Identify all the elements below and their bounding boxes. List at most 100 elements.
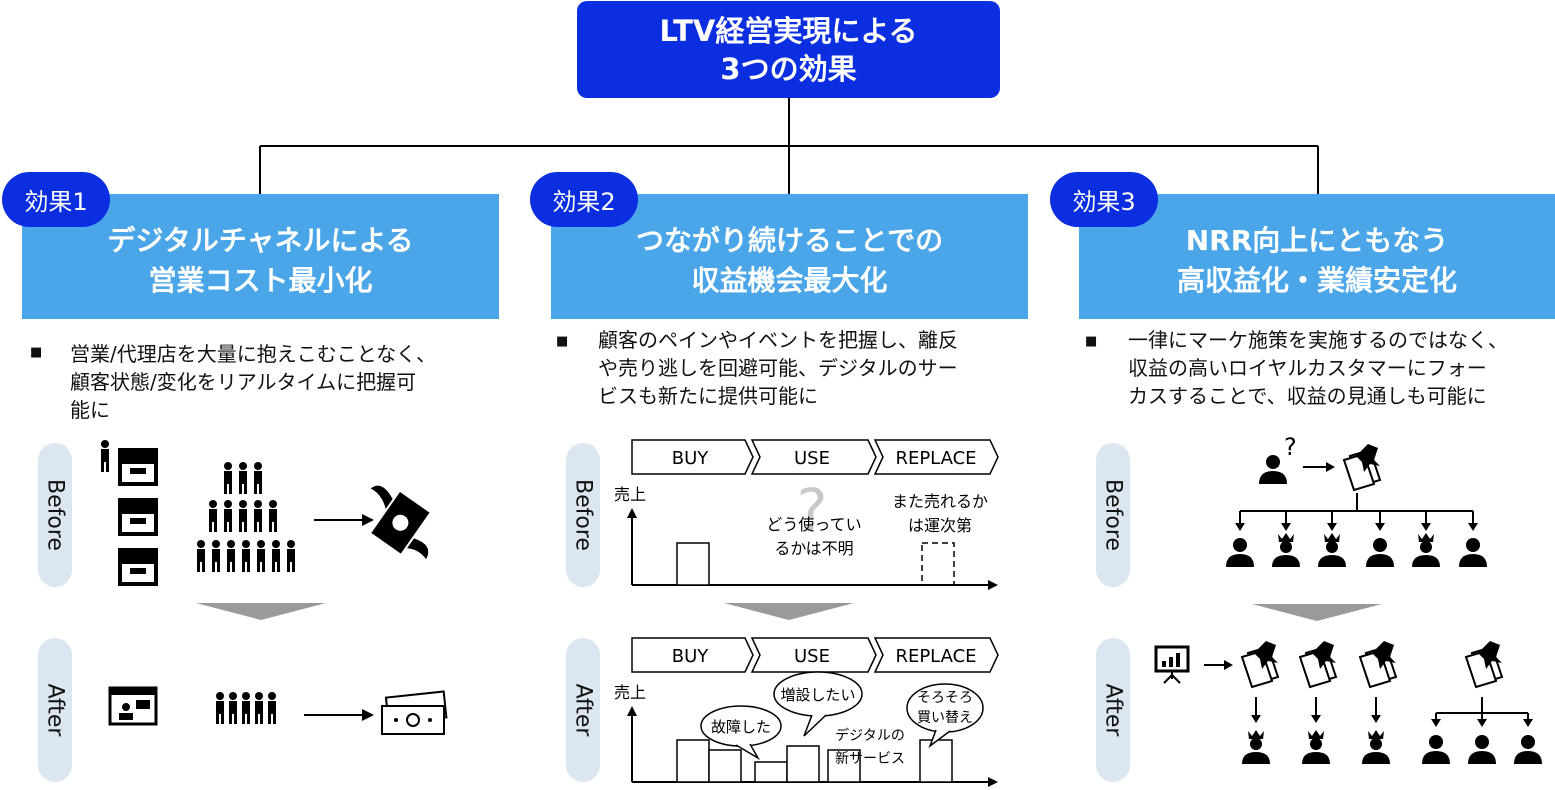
bubble-expand-text: 増設したい xyxy=(780,686,855,704)
bubble-replace-line2: 買い替え xyxy=(917,710,973,726)
before-note2-line1: また売れるか xyxy=(892,492,988,511)
sales-bars-after xyxy=(676,739,953,783)
ylabel-after: 売上 xyxy=(614,683,646,702)
bubble-breakdown-tail xyxy=(735,743,761,761)
campaign-doc-icon xyxy=(1241,640,1279,688)
effect2-description: 顧客のペインやイベントを把握し、離反 や売り逃しを回避可能、デジタルのサー ビス… xyxy=(598,326,1028,410)
stage-buy-before: BUY xyxy=(672,448,710,469)
customer-icon xyxy=(1226,538,1254,567)
effect3-before-label: Before xyxy=(1100,479,1126,551)
vip-customer-icon xyxy=(1272,533,1300,567)
effect1-desc-line3: 能に xyxy=(70,398,110,422)
campaign-doc-icon xyxy=(1359,640,1397,688)
effect3-tag: 効果3 xyxy=(1050,172,1158,227)
online-chat-screen-icon xyxy=(108,686,158,726)
customer-icon xyxy=(1468,735,1496,764)
main-title-box: LTV経営実現による 3つの効果 xyxy=(577,1,1000,98)
main-title-line1: LTV経営実現による xyxy=(659,13,918,48)
effect2-before-label: Before xyxy=(570,479,596,551)
effect2-desc-line1: 顧客のペインやイベントを把握し、離反 xyxy=(598,328,958,352)
stage-replace-after: REPLACE xyxy=(895,646,976,667)
effect2-after-label: After xyxy=(570,683,596,737)
effect2-desc-line2: や売り逃しを回避可能、デジタルのサー xyxy=(598,356,958,380)
crowd-icon xyxy=(101,440,109,472)
effect1-illustration xyxy=(101,440,448,735)
after-note-line1: デジタルの xyxy=(835,727,905,744)
effect3-desc-line2: 収益の高いロイヤルカスタマーにフォー xyxy=(1128,356,1487,380)
main-title-line2: 3つの効果 xyxy=(720,51,857,86)
effect1-before-label: Before xyxy=(42,479,68,551)
after-note-line2: 新サービス xyxy=(835,751,905,767)
bubble-replace-line1: そろそろ xyxy=(917,690,973,706)
customer-icon xyxy=(1514,735,1542,764)
stage-use-after: USE xyxy=(794,646,830,667)
effect3-description: 一律にマーケ施策を実施するのではなく、 収益の高いロイヤルカスタマーにフォー カ… xyxy=(1128,326,1555,410)
effect2-heading-line1: つながり続けることでの xyxy=(635,223,944,257)
effect3-after-label: After xyxy=(1100,683,1126,737)
vip-customer-icon xyxy=(1412,533,1440,567)
vip-customer-icon xyxy=(1318,533,1346,567)
vip-customer-icon xyxy=(1302,730,1330,764)
before-note1-line2: るかは不明 xyxy=(774,539,853,558)
flying-money-icon xyxy=(370,485,430,560)
cash-icon xyxy=(381,690,448,735)
customer-icon xyxy=(1366,538,1394,567)
effect2-illustration: BUY USE REPLACE 売上 ? どう使ってい るかは不明 また売れるか… xyxy=(614,439,999,787)
stage-chevrons-before xyxy=(631,439,999,475)
effect1-tag: 効果1 xyxy=(2,172,110,227)
effect1-desc-line2: 顧客状態/変化をリアルタイムに把握可 xyxy=(70,370,417,394)
shop-icon xyxy=(118,448,158,586)
effect2-after-pill: After xyxy=(566,638,600,782)
effect3-heading-line1: NRR向上にともなう xyxy=(1185,223,1449,257)
vip-customer-icon xyxy=(1362,730,1390,764)
before-note1-line1: どう使ってい xyxy=(766,515,861,534)
campaign-doc-icon xyxy=(1299,640,1337,688)
question-mark-icon: ? xyxy=(1284,433,1297,461)
effect1-heading-line1: デジタルチャネルによる xyxy=(107,223,414,257)
vip-customer-icon xyxy=(1242,730,1270,764)
customer-icon xyxy=(1422,735,1450,764)
effect2-bullet-mark: ■ xyxy=(556,334,569,349)
before-note2-line2: は運次第 xyxy=(908,516,972,535)
effect1-before-pill: Before xyxy=(38,443,72,587)
effect3-heading-line2: 高収益化・業績安定化 xyxy=(1176,263,1457,297)
transition-arrow-icon xyxy=(724,603,854,620)
analytics-board-icon xyxy=(1154,645,1190,684)
ylabel-before: 売上 xyxy=(614,485,646,504)
effect1-bullet-mark: ■ xyxy=(30,345,43,360)
campaign-doc-icon xyxy=(1343,443,1381,491)
bubble-breakdown-text: 故障した xyxy=(711,718,771,736)
stage-use-before: USE xyxy=(794,448,830,469)
effect1-heading-line2: 営業コスト最小化 xyxy=(148,263,373,297)
effect3-before-pill: Before xyxy=(1096,443,1130,587)
effect3-heading: NRR向上にともなう 高収益化・業績安定化 xyxy=(1079,194,1555,319)
effect1-description: 営業/代理店を大量に抱えこむことなく、 顧客状態/変化をリアルタイムに把握可 能… xyxy=(70,340,510,424)
sales-bar-buy-before xyxy=(676,542,710,586)
effect2-tag: 効果2 xyxy=(530,172,638,227)
effect1-after-pill: After xyxy=(38,638,72,782)
stage-replace-before: REPLACE xyxy=(895,448,976,469)
campaign-doc-icon xyxy=(1465,640,1503,688)
effect2-before-pill: Before xyxy=(566,443,600,587)
stage-buy-after: BUY xyxy=(672,646,710,667)
effect1-after-label: After xyxy=(42,683,68,737)
small-group-figures xyxy=(216,692,276,724)
effect3-bullet-mark: ■ xyxy=(1085,334,1098,349)
effect3-desc-line3: カスすることで、収益の見通しも可能に xyxy=(1128,384,1487,408)
effect2-desc-line3: ビスも新たに提供可能に xyxy=(598,384,818,408)
transition-arrow-icon xyxy=(1252,604,1382,621)
bubble-expand-tail xyxy=(803,714,827,737)
effect3-desc-line1: 一律にマーケ施策を実施するのではなく、 xyxy=(1128,328,1508,352)
stage-chevrons-after xyxy=(631,637,999,673)
customer-icon xyxy=(1459,538,1487,567)
crowd-figures xyxy=(197,462,295,572)
effect3-illustration: ? xyxy=(1154,433,1542,764)
effect3-after-pill: After xyxy=(1096,638,1130,782)
effect2-heading-line2: 収益機会最大化 xyxy=(691,263,888,297)
customer-icon xyxy=(1259,455,1287,484)
transition-arrow-icon xyxy=(196,603,326,620)
sales-bar-replace-before xyxy=(921,542,955,586)
hierarchy-connectors xyxy=(259,98,1319,194)
question-mark-icon: ? xyxy=(797,476,828,544)
effect1-desc-line1: 営業/代理店を大量に抱えこむことなく、 xyxy=(70,342,437,366)
